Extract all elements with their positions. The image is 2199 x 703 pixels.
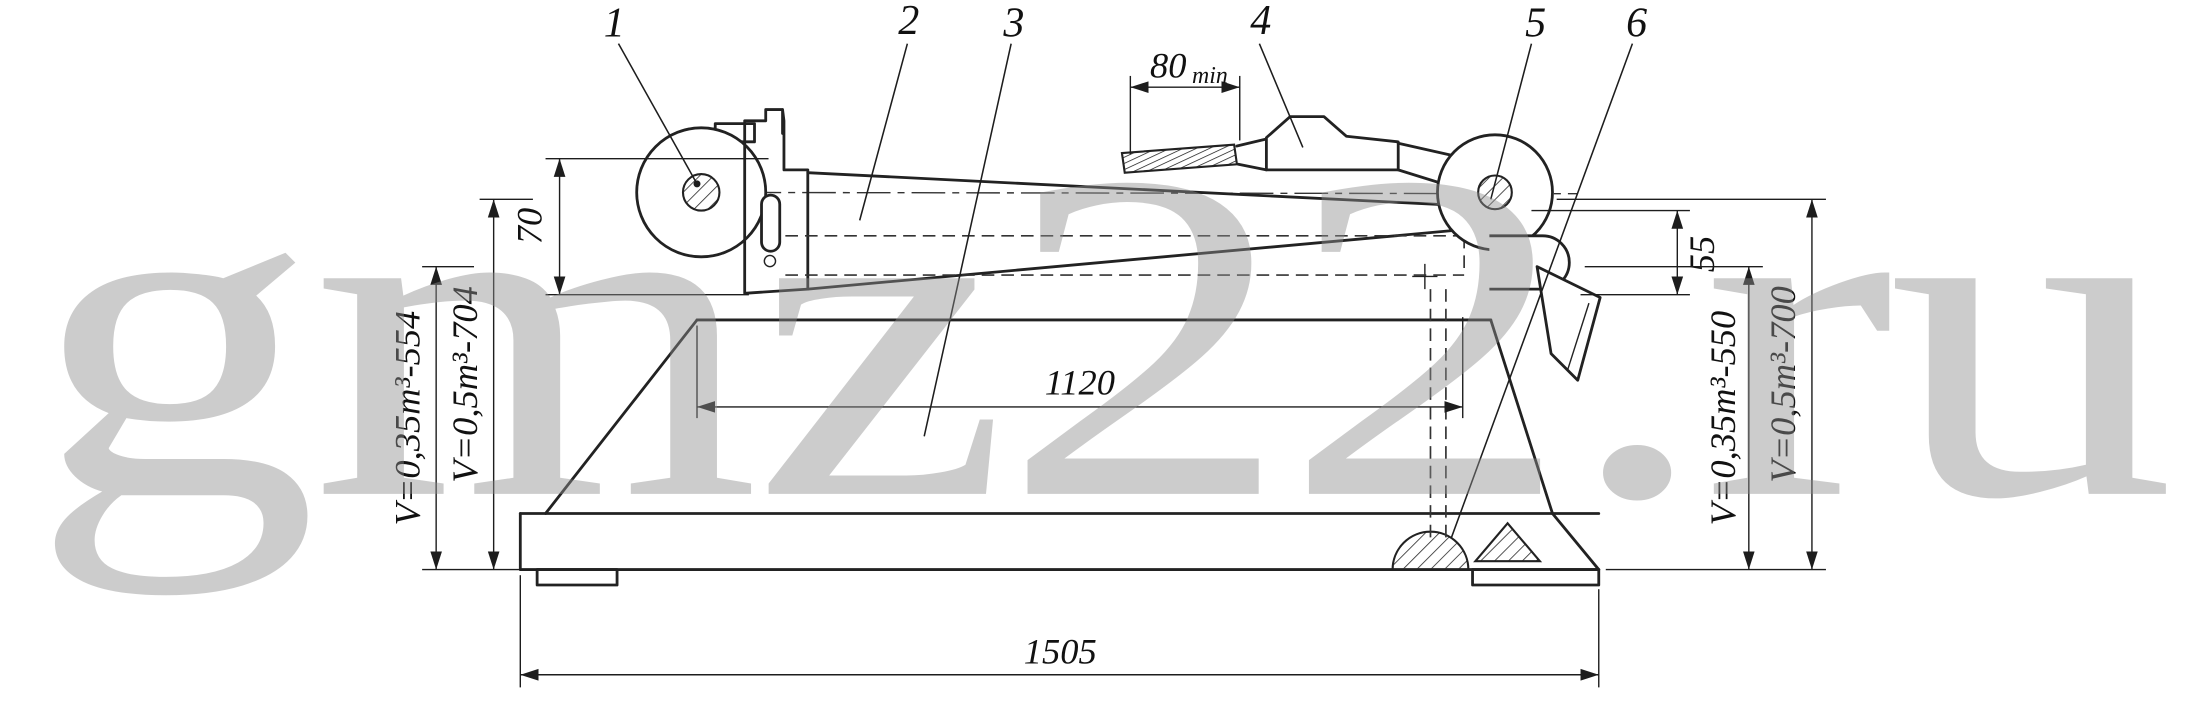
dim-arm-span: 1120 bbox=[1045, 362, 1115, 402]
ratchet-housing bbox=[1264, 115, 1400, 172]
dim-arm-span-group: 1120 bbox=[696, 317, 1464, 419]
dim-left-height-0-35: V=0,35m³-554 bbox=[387, 311, 427, 526]
anchor-section bbox=[1391, 521, 1543, 571]
callout-3: 3 bbox=[1002, 1, 1024, 47]
dim-left-heights-group: V=0,35m³-554 V=0,5m³-704 bbox=[387, 198, 538, 571]
dim-grip-length-suffix: min bbox=[1192, 63, 1228, 89]
dim-left-hub-offset: 70 bbox=[509, 208, 549, 244]
dim-grip-length-group: 80 min bbox=[1129, 45, 1241, 155]
callout-5: 5 bbox=[1525, 1, 1546, 47]
bracket-slot bbox=[760, 193, 782, 253]
callout-leaders bbox=[617, 43, 1634, 538]
base-pedestal bbox=[518, 318, 1601, 515]
dim-base-length: 1505 bbox=[1024, 632, 1097, 672]
callout-1: 1 bbox=[604, 1, 625, 47]
dim-right-height-0-5: V=0,5m³-700 bbox=[1763, 286, 1803, 483]
tie-rod-hidden bbox=[1412, 263, 1447, 545]
callout-4: 4 bbox=[1250, 0, 1271, 44]
dim-right-heights-group: V=0,35m³-550 V=0,5m³-700 bbox=[1556, 198, 1826, 571]
dim-grip-length: 80 bbox=[1150, 45, 1186, 85]
bracket-hole bbox=[763, 254, 777, 268]
hub-centerline bbox=[638, 191, 1578, 195]
left-foot bbox=[535, 568, 619, 587]
callout-numbers: 1 2 3 4 5 6 bbox=[604, 0, 1647, 47]
callout-2: 2 bbox=[898, 0, 919, 44]
dim-left-hub-offset-group: 70 bbox=[509, 157, 769, 296]
dim-left-height-0-5: V=0,5m³-704 bbox=[445, 286, 485, 483]
callout-6: 6 bbox=[1626, 1, 1647, 47]
dim-right-height-0-35: V=0,35m³-550 bbox=[1703, 311, 1743, 526]
watermark-text: gmz22.ru bbox=[30, 75, 2169, 597]
right-foot bbox=[1471, 568, 1601, 587]
dim-base-length-group: 1505 bbox=[519, 575, 1600, 688]
center-cross bbox=[1412, 263, 1438, 290]
